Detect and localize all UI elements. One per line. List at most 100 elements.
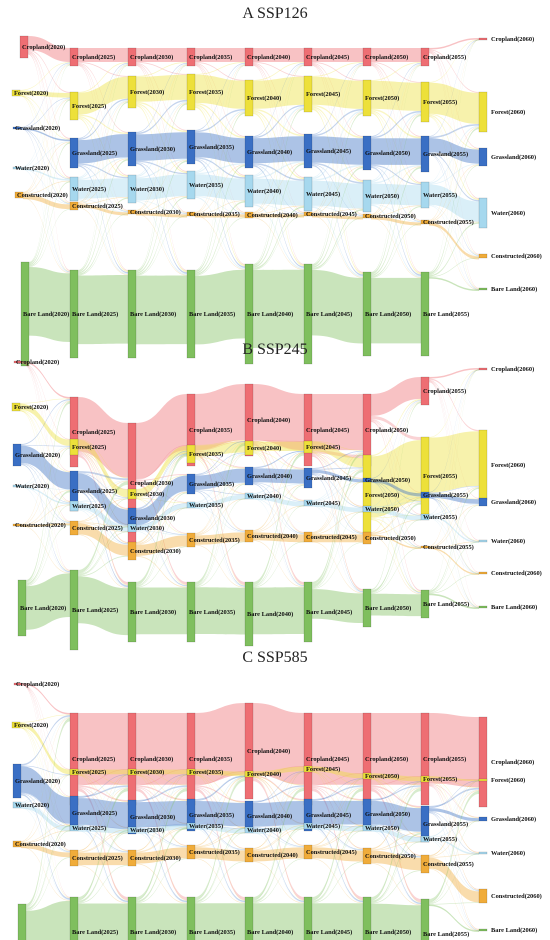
- flow-cropland-2030-to-forest-2035: [136, 62, 187, 75]
- flow-bare-land-2030-to-bare-land-2035: [136, 903, 187, 940]
- flow-forest-2025-to-constructed-2030: [78, 117, 128, 212]
- flow-constructed-2050-to-grassland-2055: [371, 166, 421, 216]
- label-bare-land-2020: Bare Land(2020): [20, 605, 66, 612]
- node-grassland-2030: [127, 799, 137, 835]
- flow-bare-land-2025-to-forest-2030: [78, 498, 128, 575]
- label-constructed-2030: Constructed(2030): [130, 548, 181, 555]
- node-bare-land-2045: [303, 263, 313, 365]
- node-forest-2060: [478, 778, 488, 782]
- label-water-2040: Water(2040): [247, 188, 281, 195]
- flow-grassland-2040-to-grassland-2045: [253, 468, 304, 484]
- node-bare-land-2035: [186, 896, 196, 940]
- flow-constructed-2035-to-cropland-2040: [195, 64, 245, 213]
- label-bare-land-2060: Bare Land(2060): [491, 604, 537, 611]
- flow-cropland-2040-to-constructed-2045: [253, 442, 304, 533]
- flow-water-2035-to-forest-2040: [195, 110, 245, 174]
- node-constructed-2030: [127, 209, 137, 215]
- node-constructed-2055: [420, 219, 430, 225]
- panel-title-ssp126: A SSP126: [242, 5, 307, 22]
- flow-bare-land-2025-to-bare-land-2030: [78, 903, 128, 940]
- flow-grassland-2045-to-constructed-2050: [312, 825, 363, 851]
- flow-grassland-2035-to-constructed-2040: [195, 825, 245, 850]
- label-constructed-2045: Constructed(2045): [306, 211, 357, 218]
- flow-cropland-2040-to-forest-2045: [253, 440, 304, 442]
- flow-grassland-2050-to-cropland-2055: [371, 62, 421, 137]
- label-forest-2045: Forest(2045): [306, 766, 340, 773]
- flow-forest-2030-to-bare-land-2035: [136, 104, 187, 273]
- flow-cropland-2050-to-forest-2055: [371, 415, 421, 441]
- label-cropland-2020: Cropland(2020): [16, 681, 59, 688]
- flow-grassland-2025-to-water-2030: [78, 488, 128, 526]
- flow-cropland-2025-to-grassland-2030: [78, 62, 128, 133]
- flow-cropland-2040-to-forest-2045: [253, 766, 304, 776]
- flow-cropland-2035-to-grassland-2040: [195, 450, 245, 468]
- label-bare-land-2025: Bare Land(2025): [72, 929, 118, 936]
- flow-forest-2035-to-constructed-2040: [195, 458, 245, 532]
- flow-bare-land-2035-to-forest-2040: [195, 454, 245, 586]
- flow-bare-land-2050-to-water-2055: [371, 841, 421, 903]
- node-constructed-2030: [127, 541, 137, 561]
- flow-bare-land-2025-to-water-2030: [78, 531, 128, 576]
- label-forest-2030: Forest(2030): [130, 89, 164, 96]
- flow-bare-land-2025-to-constructed-2030: [78, 865, 128, 904]
- flow-water-2045-to-forest-2050: [312, 110, 363, 180]
- flow-bare-land-2055-to-cropland-2060: [429, 39, 479, 273]
- flow-forest-2030-to-forest-2035: [136, 445, 187, 498]
- flow-forest-2055-to-bare-land-2060: [429, 494, 479, 608]
- label-grassland-2035: Grassland(2035): [189, 481, 234, 488]
- flow-water-2045-to-forest-2050: [312, 778, 363, 825]
- flow-water-2020-to-cropland-2025: [21, 400, 70, 486]
- label-forest-2055: Forest(2055): [423, 99, 457, 106]
- flow-bare-land-2035-to-grassland-2040: [195, 483, 245, 587]
- label-grassland-2030: Grassland(2030): [130, 146, 175, 153]
- node-cropland-2040: [244, 383, 254, 457]
- flow-grassland-2025-to-grassland-2030: [78, 798, 128, 829]
- flow-bare-land-2050-to-forest-2055: [371, 114, 421, 275]
- label-grassland-2045: Grassland(2045): [306, 148, 351, 155]
- flow-forest-2045-to-water-2050: [312, 771, 363, 827]
- flow-bare-land-2030-to-constructed-2035: [136, 858, 187, 904]
- flow-bare-land-2025-to-grassland-2030: [78, 829, 128, 903]
- flow-grassland-2040-to-forest-2045: [253, 104, 304, 139]
- flow-water-2050-to-constructed-2055: [371, 830, 421, 858]
- flow-constructed-2020-to-forest-2025: [21, 447, 70, 526]
- flow-grassland-2020-to-grassland-2025: [21, 128, 70, 142]
- flow-forest-2020-to-water-2025: [20, 727, 70, 827]
- flow-cropland-2050-to-cropland-2055: [371, 48, 421, 63]
- flow-grassland-2020-to-water-2025: [21, 462, 70, 503]
- flow-forest-2020-to-cropland-2025: [20, 62, 70, 91]
- flow-bare-land-2055-to-bare-land-2060: [429, 593, 479, 610]
- flow-forest-2040-to-water-2045: [253, 451, 304, 502]
- flow-cropland-2025-to-cropland-2030: [78, 713, 128, 785]
- label-constructed-2030: Constructed(2030): [130, 855, 181, 862]
- label-forest-2040: Forest(2040): [247, 771, 281, 778]
- flow-cropland-2035-to-constructed-2040: [195, 787, 245, 849]
- flow-constructed-2020-to-water-2025: [21, 830, 70, 844]
- flow-water-2035-to-bare-land-2040: [195, 507, 245, 588]
- flow-bare-land-2020-to-cropland-2025: [26, 717, 70, 908]
- flow-constructed-2050-to-constructed-2055: [371, 850, 421, 871]
- flow-constructed-2025-to-bare-land-2030: [78, 865, 128, 904]
- node-constructed-2020: [14, 191, 24, 199]
- label-constructed-2035: Constructed(2035): [189, 849, 240, 856]
- label-forest-2020: Forest(2020): [14, 722, 48, 729]
- flow-forest-2050-to-water-2055: [371, 514, 421, 519]
- node-grassland-2035: [186, 798, 196, 832]
- label-water-2060: Water(2060): [491, 210, 525, 217]
- flow-grassland-2055-to-grassland-2060: [429, 138, 479, 164]
- flow-cropland-2055-to-forest-2060: [429, 779, 479, 784]
- label-constructed-2050: Constructed(2050): [365, 535, 416, 542]
- flow-cropland-2025-to-water-2030: [78, 786, 128, 828]
- flow-constructed-2045-to-forest-2050: [312, 111, 363, 214]
- flow-bare-land-2035-to-constructed-2040: [195, 217, 245, 276]
- label-water-2050: Water(2050): [365, 506, 399, 513]
- flow-bare-land-2055-to-cropland-2060: [429, 790, 479, 903]
- node-bare-land-2040: [244, 263, 254, 365]
- node-constructed-2050: [362, 531, 372, 545]
- flow-cropland-2045-to-cropland-2050: [312, 394, 363, 451]
- label-forest-2025: Forest(2025): [72, 769, 106, 776]
- flow-bare-land-2020-to-cropland-2025: [26, 401, 70, 583]
- flow-forest-2020-to-forest-2025: [20, 403, 70, 446]
- flow-forest-2035-to-bare-land-2040: [195, 106, 245, 267]
- flow-bare-land-2030-to-cropland-2035: [136, 788, 187, 901]
